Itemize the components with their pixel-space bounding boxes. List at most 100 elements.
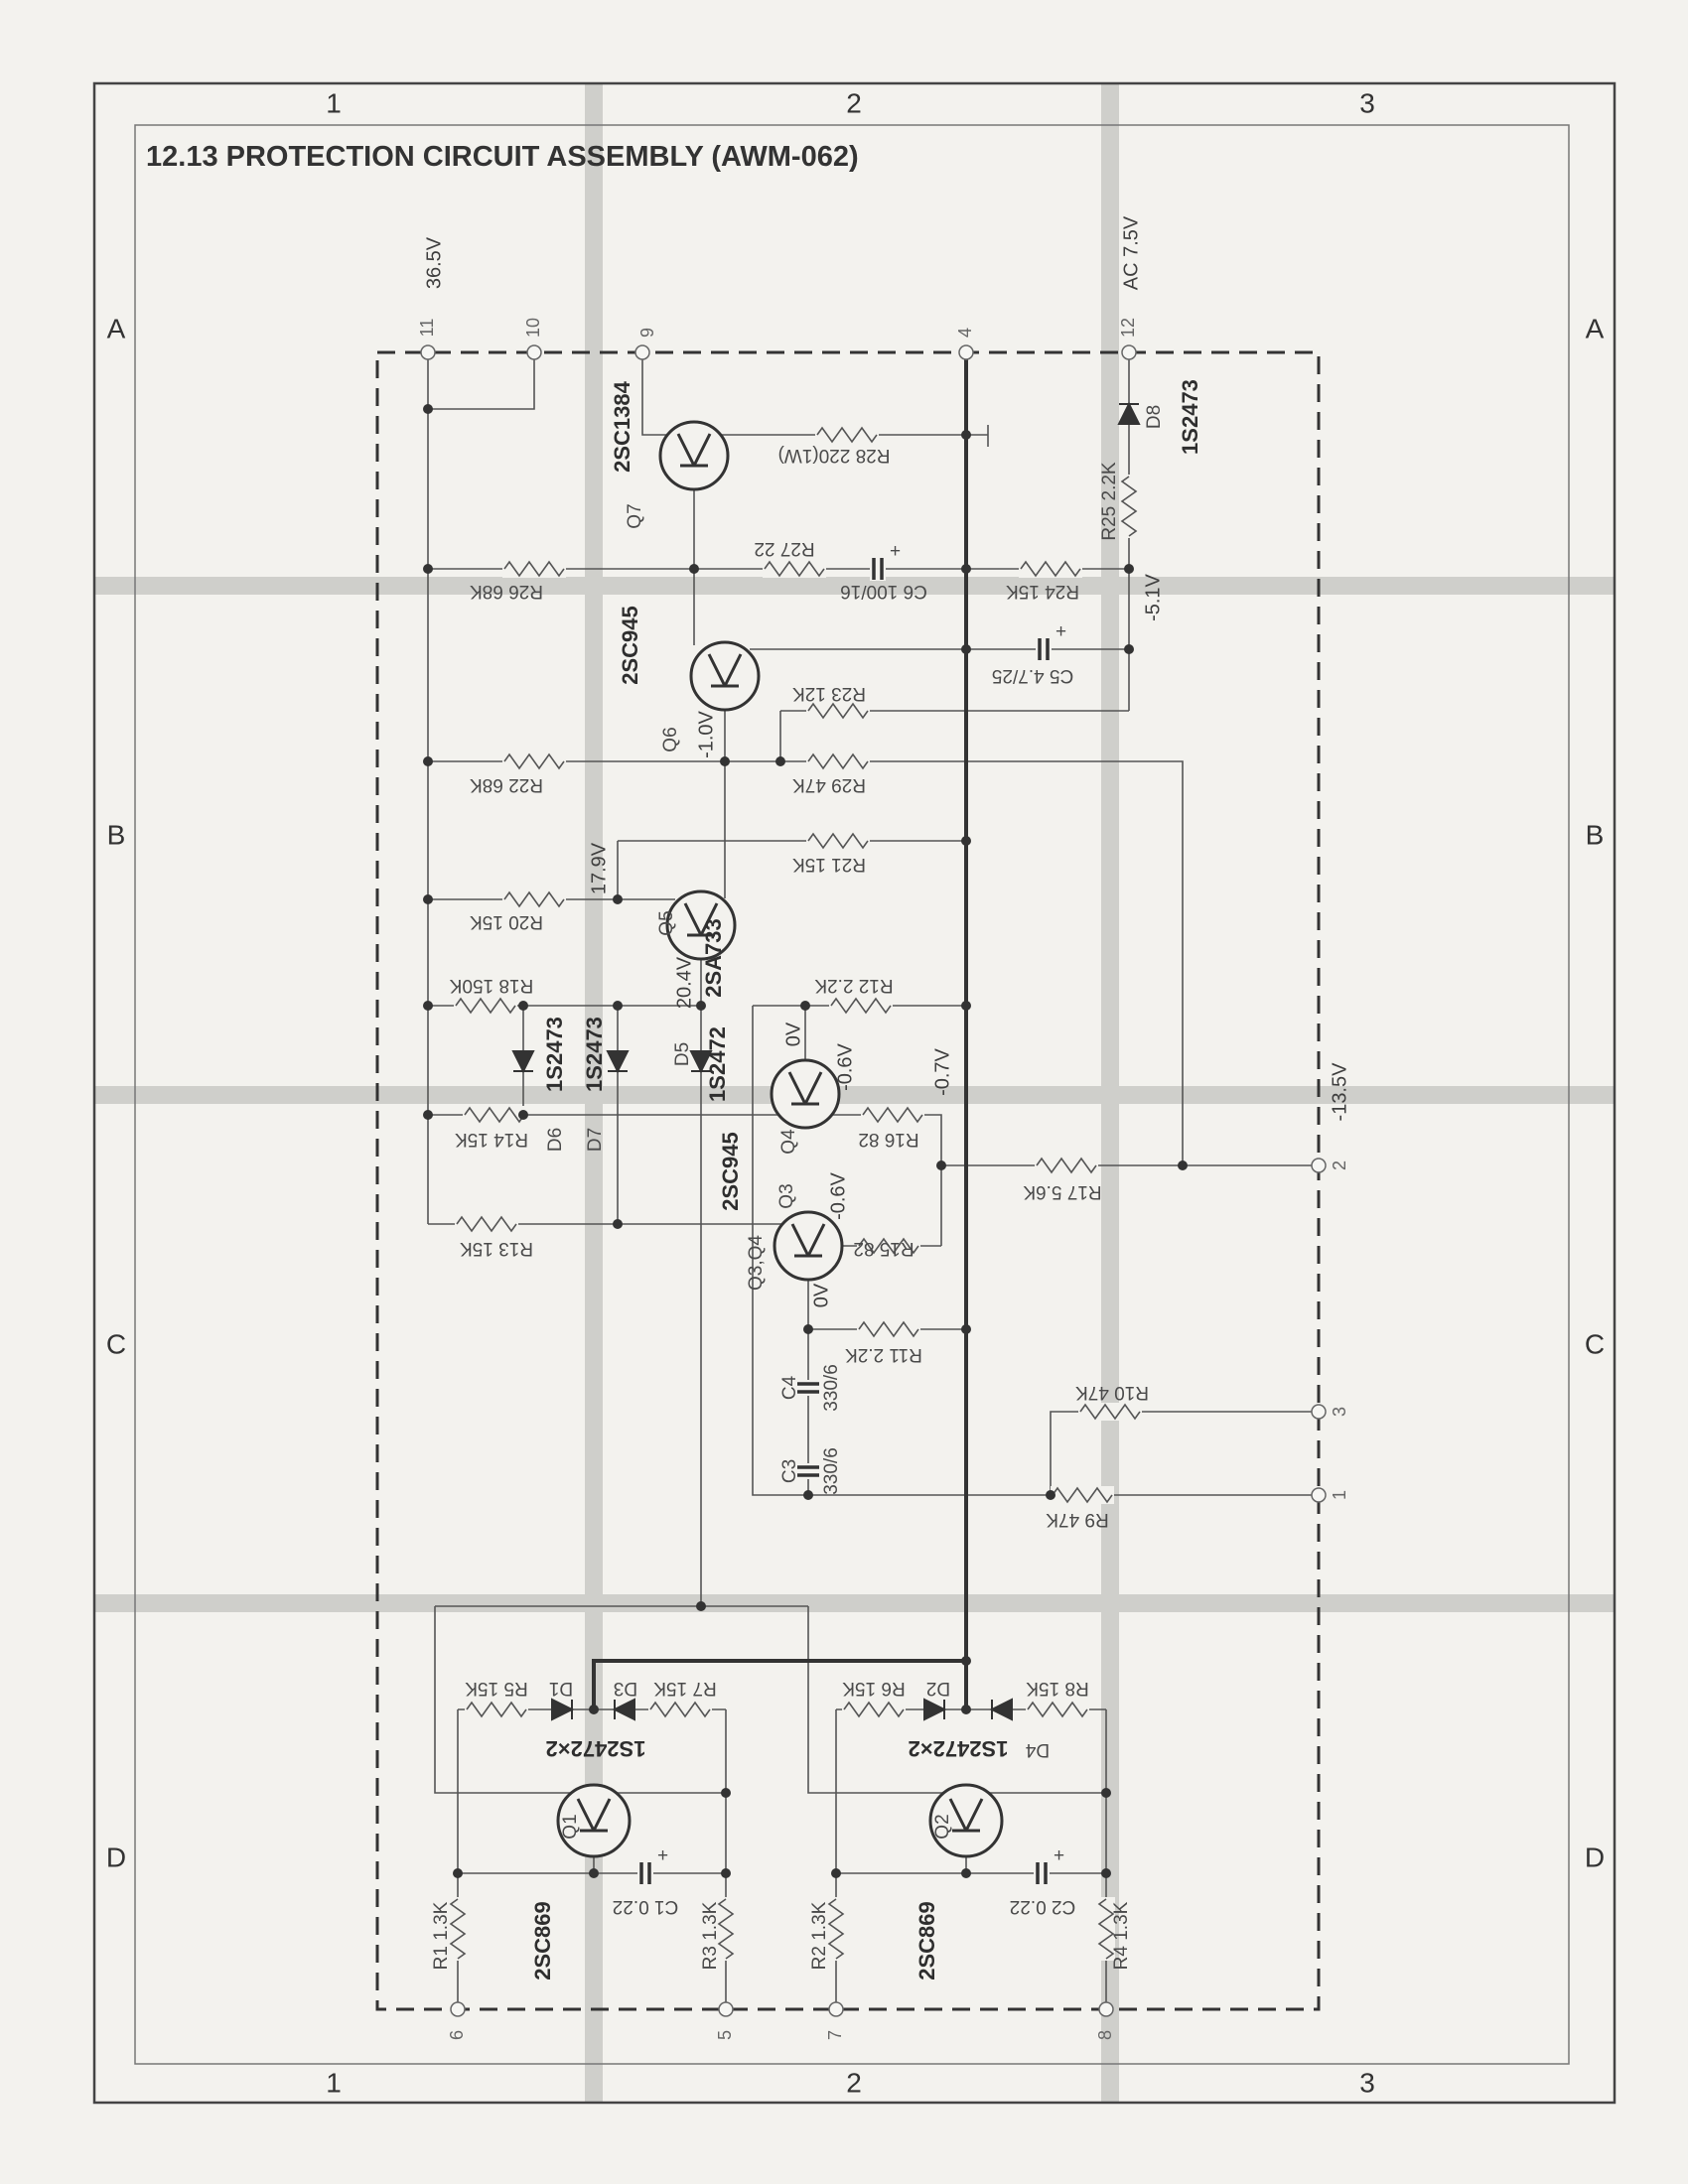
terminals-t6-label: 6 — [447, 2030, 467, 2040]
resistor-icon — [466, 1701, 527, 1718]
resistor-icon — [1097, 1898, 1115, 1960]
voltages-q4c-label: 0V — [782, 1022, 804, 1046]
junction-dot — [696, 1601, 706, 1611]
transistor-symbol — [707, 653, 743, 688]
terminals-t11-label: 11 — [417, 319, 437, 338]
labels-d6-part-label: 1S2473 — [542, 1017, 567, 1092]
wire — [1050, 1411, 1319, 1495]
capacitor-icon — [797, 1382, 819, 1394]
diode-icon — [612, 1698, 635, 1721]
junction-dot — [1124, 564, 1134, 574]
junction-dot — [961, 1705, 971, 1714]
labels-r23-label: R23 12K — [792, 683, 866, 704]
junction-dot — [1101, 1868, 1111, 1878]
capacitor-icon — [1036, 1862, 1048, 1884]
diode-icon — [606, 1050, 630, 1074]
grid-row-label: A — [1586, 313, 1605, 343]
labels-d8-label: D8 — [1144, 405, 1165, 429]
inner-frame — [134, 124, 1570, 2065]
resistor-icon — [1020, 560, 1081, 578]
junction-dot — [800, 1001, 810, 1011]
labels-q6-part-label: 2SC945 — [618, 606, 642, 685]
labels-q3-label: Q3 — [776, 1183, 797, 1208]
resistor-icon — [456, 1215, 517, 1233]
terminals-t1-label: 1 — [1330, 1490, 1349, 1500]
grid-column-label: 3 — [1359, 87, 1375, 118]
labels-r3-label: R3 1.3K — [700, 1901, 721, 1970]
transistor-icon — [773, 1210, 844, 1282]
transistor-symbol — [790, 1223, 826, 1258]
labels-q4-label: Q4 — [778, 1129, 799, 1155]
transistor-symbol — [683, 902, 719, 937]
junction-dot — [589, 1705, 599, 1714]
labels-r21-label: R21 15K — [792, 854, 866, 875]
diode-icon — [989, 1698, 1013, 1721]
resistor-icon — [1079, 1403, 1141, 1421]
terminal-pin — [450, 2001, 466, 2017]
labels-r29-label: R29 47K — [792, 774, 866, 795]
labels-d8-part-label: 1S2473 — [1178, 379, 1202, 455]
junction-dot — [423, 756, 433, 766]
labels-q7-label: Q7 — [625, 503, 645, 528]
resistor-icon — [807, 752, 869, 770]
grid-row-label: C — [1585, 1328, 1605, 1359]
terminal-pin — [828, 2001, 844, 2017]
labels-c3-val-label: 330/6 — [821, 1447, 842, 1495]
voltages-m51-label: -5.1V — [1142, 573, 1164, 620]
labels-d3-label: D3 — [614, 1678, 637, 1699]
terminal-pin — [958, 344, 974, 360]
resistor-icon — [503, 560, 565, 578]
labels-r24-label: R24 15K — [1006, 581, 1079, 602]
labels-d24-part-label: 1S2472×2 — [909, 1736, 1009, 1761]
resistor-icon — [858, 1320, 919, 1338]
transistor-icon — [658, 420, 730, 491]
grid-row-label: B — [1586, 819, 1605, 850]
diode-icon — [923, 1698, 947, 1721]
transistor-icon — [665, 889, 737, 961]
labels-r20-label: R20 15K — [470, 911, 543, 932]
grid-column-label: 2 — [846, 87, 862, 118]
grid-column-label: 1 — [326, 2067, 342, 2098]
junction-dot — [831, 1868, 841, 1878]
junction-dot — [721, 1788, 731, 1798]
junction-dot — [423, 564, 433, 574]
junction-dot — [423, 1110, 433, 1120]
labels-r10-label: R10 47K — [1075, 1382, 1149, 1403]
terminals-t7-label: 7 — [825, 2030, 845, 2040]
labels-d5-part-label: 1S2472 — [705, 1026, 730, 1102]
labels-r13-label: R13 15K — [460, 1238, 533, 1259]
grid-row-label: D — [1585, 1842, 1605, 1872]
terminal-pin — [718, 2001, 734, 2017]
labels-r9-label: R9 47K — [1046, 1509, 1109, 1530]
labels-q5-part-label: 2SA733 — [701, 918, 726, 998]
terminals-t5-label: 5 — [715, 2030, 735, 2040]
terminal-pin — [526, 344, 542, 360]
labels-d1-label: D1 — [549, 1678, 573, 1699]
junction-dot — [961, 1868, 971, 1878]
labels-d13-part-label: 1S2472×2 — [546, 1736, 646, 1761]
labels-r2-label: R2 1.3K — [809, 1901, 830, 1970]
capacitor-icon — [797, 1465, 819, 1477]
labels-d6-label: D6 — [545, 1128, 566, 1152]
terminal-pin — [1311, 1404, 1327, 1420]
junction-dot — [1101, 1788, 1111, 1798]
labels-r4-label: R4 1.3K — [1111, 1901, 1132, 1970]
labels-r22-label: R22 68K — [470, 774, 543, 795]
labels-q34-label: Q3,Q4 — [746, 1235, 767, 1291]
grid-row-label: D — [106, 1842, 126, 1872]
grid-band-horizontal — [94, 1594, 1615, 1612]
labels-r1-label: R1 1.3K — [431, 1901, 452, 1970]
labels-r28-label: R28 220(1W) — [778, 445, 891, 466]
transistor-icon — [556, 1783, 632, 1858]
labels-q7-part-label: 2SC1384 — [610, 380, 634, 473]
labels-q2-part-label: 2SC869 — [914, 1901, 939, 1980]
grid-column-label: 2 — [846, 2067, 862, 2098]
junction-dot — [696, 1001, 706, 1011]
resistor-icon — [1027, 1701, 1088, 1718]
resistor-icon — [449, 1898, 467, 1960]
labels-c2-label: C2 0.22 — [1010, 1896, 1076, 1917]
junction-dot — [961, 564, 971, 574]
labels-d7-label: D7 — [585, 1128, 606, 1152]
labels-c1-label: C1 0.22 — [613, 1896, 679, 1917]
junction-dot — [1046, 1490, 1055, 1500]
